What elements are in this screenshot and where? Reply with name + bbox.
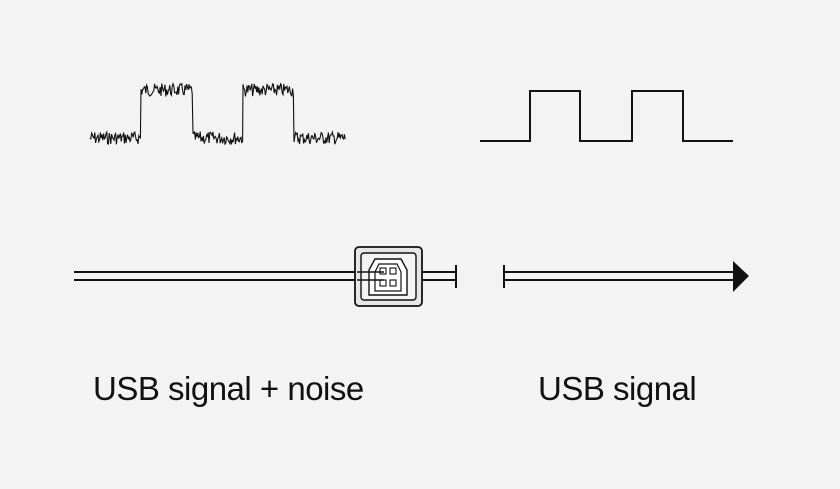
clean-signal-label: USB signal (538, 370, 697, 407)
usb-cable-right (503, 261, 749, 292)
clean-usb-waveform (480, 90, 733, 142)
arrow-right-icon (733, 261, 749, 292)
noisy-usb-waveform (89, 82, 346, 146)
usb-cable-stub (422, 265, 457, 288)
usb-cable-left (74, 271, 357, 281)
usb-b-connector-icon (354, 246, 423, 307)
noisy-signal-label: USB signal + noise (93, 370, 364, 407)
